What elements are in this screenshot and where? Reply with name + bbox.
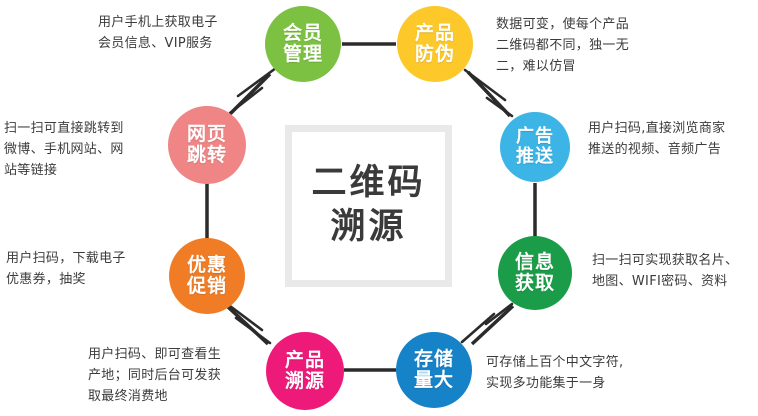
annotation-web-redirect: 扫一扫可直接跳转到 微博、手机网站、网 站等链接 xyxy=(4,121,124,179)
annotation-product-traceability: 用户扫码、即可查看生 产地；同时后台可发获 取最终消费地 xyxy=(88,347,222,405)
node-large-storage[interactable]: 存储 量大 xyxy=(396,332,472,408)
annotation-member-management: 用户手机上获取电子 会员信息、VIP服务 xyxy=(98,15,218,52)
node-product-traceability[interactable]: 产品 溯源 xyxy=(266,332,344,410)
node-product-anti-counterfeit[interactable]: 产品 防伪 xyxy=(397,6,473,82)
node-member-management[interactable]: 会员 管理 xyxy=(265,6,341,82)
node-label-line1: 网页 xyxy=(186,122,227,145)
node-web-redirect[interactable]: 网页 跳转 xyxy=(168,106,246,184)
node-label-line2: 量大 xyxy=(413,369,454,391)
node-label-line1: 优惠 xyxy=(186,253,227,276)
annotation-large-storage: 可存储上百个中文字符, 实现多功能集于一身 xyxy=(486,355,624,392)
leader-webjump xyxy=(228,86,264,115)
node-label-line1: 存储 xyxy=(413,347,454,370)
node-label-line1: 产品 xyxy=(284,348,325,371)
node-label-line1: 产品 xyxy=(414,21,455,44)
leader-antifake xyxy=(463,68,507,102)
node-information-acquisition[interactable]: 信息 获取 xyxy=(498,236,572,310)
annotation-discount-promotion: 用户扫码，下载电子 优惠券，抽奖 xyxy=(6,251,126,288)
annotation-information-acquisition: 扫一扫可实现获取名片、 地图、WIFI密码、资料 xyxy=(592,253,739,290)
leader-storage xyxy=(460,312,496,344)
node-label-line1: 会员 xyxy=(282,21,323,44)
node-discount-promotion[interactable]: 优惠 促销 xyxy=(169,238,245,314)
node-label-line2: 促销 xyxy=(186,275,227,297)
leader-member xyxy=(236,66,278,98)
annotation-product-anti-counterfeit: 数据可变，使每个产品 二维码都不同，独一无 二，难以仿冒 xyxy=(496,17,630,75)
leader-promotion xyxy=(228,304,264,332)
node-label-line2: 溯源 xyxy=(284,370,325,392)
node-ad-push[interactable]: 广告 推送 xyxy=(500,112,570,182)
leader-adpush xyxy=(485,96,514,118)
leader-infoget xyxy=(484,302,514,326)
node-label-line1: 信息 xyxy=(514,250,555,273)
connector-infoget-storage xyxy=(470,304,515,346)
node-label-line2: 获取 xyxy=(514,272,555,294)
node-label-line2: 防伪 xyxy=(414,43,455,65)
node-label-line1: 广告 xyxy=(516,125,554,147)
center-title-line2: 溯源 xyxy=(330,207,407,247)
annotation-ad-push: 用户扫码,直接浏览商家 推送的视频、音频广告 xyxy=(588,121,726,158)
node-label-line2: 跳转 xyxy=(186,144,227,166)
center-title-box: 二维码 溯源 xyxy=(285,125,452,287)
center-title-line1: 二维码 xyxy=(311,163,426,204)
node-label-line2: 管理 xyxy=(282,43,323,65)
leader-traceback xyxy=(234,316,272,345)
node-label-line2: 推送 xyxy=(516,146,554,167)
